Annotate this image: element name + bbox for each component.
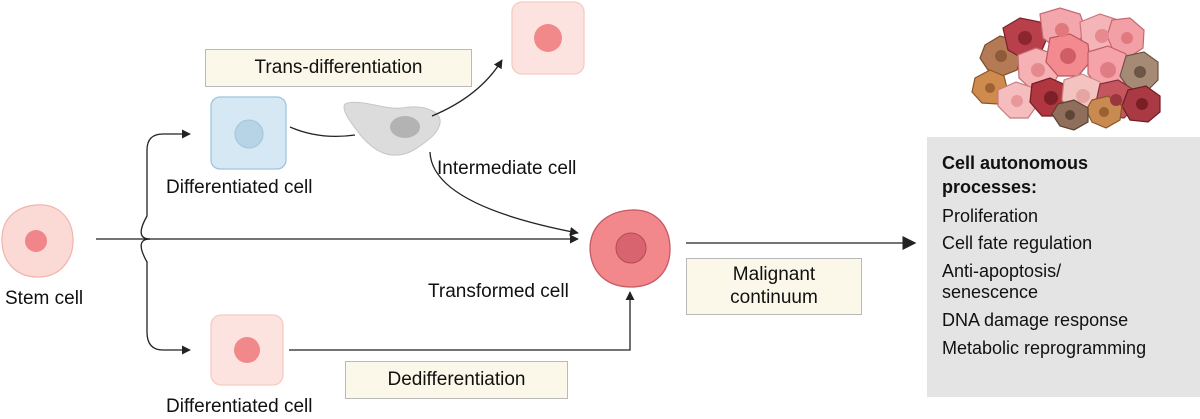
malignant-continuum-text-line2: continuum (730, 286, 818, 308)
panel-item-metabolic: Metabolic reprogramming (942, 337, 1147, 358)
differentiated-cell-blue (210, 96, 287, 170)
trans-differentiation-box: Trans-differentiation (205, 49, 472, 87)
transdiff-arrow (431, 59, 503, 117)
stem-cell-label: Stem cell (5, 288, 84, 309)
malignant-continuum-box: Malignant continuum (686, 258, 862, 315)
transformed-cell-label: Transformed cell (428, 281, 569, 302)
dedifferentiation-text: Dedifferentiation (387, 368, 526, 390)
stem-cell (1, 204, 74, 278)
panel-item-anti-apoptosis: Anti-apoptosis/ senescence (942, 260, 1062, 303)
dedifferentiation-box: Dedifferentiation (345, 361, 568, 399)
panel-item-proliferation: Proliferation (942, 205, 1039, 226)
panel-item-cell-fate: Cell fate regulation (942, 233, 1093, 254)
tumor-cluster-image (971, 7, 1161, 131)
transformed-cell (589, 209, 671, 288)
differentiated-cell-bottom-label: Differentiated cell (166, 396, 313, 417)
panel-title: Cell autonomous processes: (942, 153, 1089, 198)
malignant-continuum-text-line1: Malignant (732, 263, 816, 285)
trans-differentiated-cell (511, 1, 585, 75)
cell-autonomous-processes-panel: Cell autonomous processes: Proliferation… (927, 137, 1200, 397)
differentiated-cell-top-label: Differentiated cell (166, 177, 313, 198)
dedifferentiation-arrow (289, 291, 635, 351)
intermediate-cell-label: Intermediate cell (437, 158, 577, 179)
panel-item-dna-damage: DNA damage response (942, 309, 1129, 330)
transdiff-connector (289, 126, 356, 137)
differentiated-cell-pink (210, 314, 284, 386)
trans-differentiation-text: Trans-differentiation (254, 56, 423, 78)
branch-arrows (96, 129, 579, 355)
intermediate-to-transformed-arrow (429, 151, 579, 236)
intermediate-cell (343, 101, 441, 156)
